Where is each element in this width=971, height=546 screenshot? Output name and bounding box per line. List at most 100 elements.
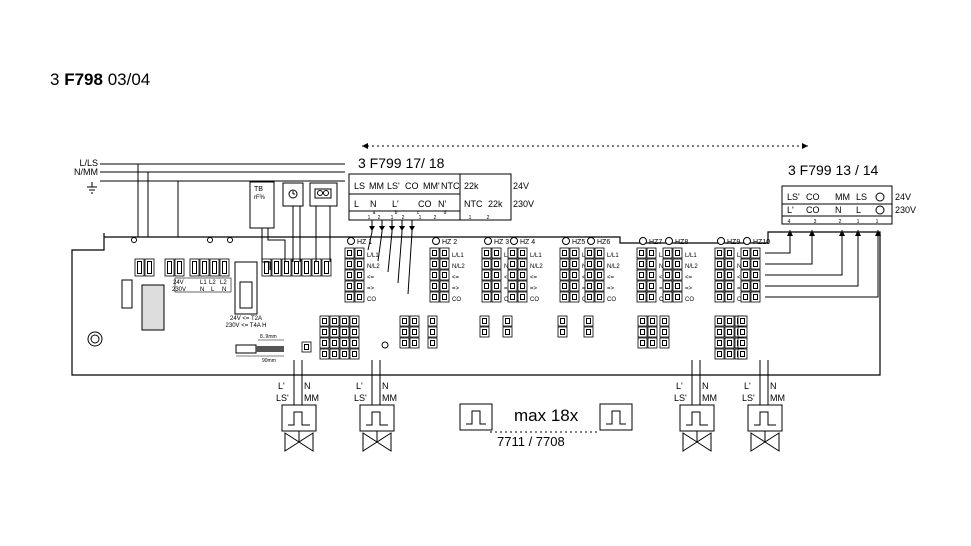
valve-terminal	[714, 315, 725, 327]
valve-terminal	[737, 326, 748, 338]
valve-actuator: L'NLS'MM	[354, 360, 397, 452]
module-a-24v-term: 22k	[464, 181, 479, 191]
valve-terminal-blocks	[301, 315, 748, 360]
zone-terminal	[429, 258, 440, 270]
zone-terminal	[429, 247, 440, 259]
zone-terminal	[517, 258, 528, 270]
zone-terminal	[344, 291, 355, 303]
valve-terminal	[339, 315, 350, 327]
tb-sub-label: rF%	[254, 195, 266, 201]
valve-terminal	[714, 326, 725, 338]
zone-terminal	[724, 269, 735, 281]
terminal-screw	[261, 258, 272, 277]
pulse-icon-left	[459, 403, 493, 431]
module-a-24v-term: LS'	[387, 181, 400, 191]
zone-column: HZ 3L/L1N/L2<==>CO	[481, 237, 517, 303]
label-n2: N	[222, 287, 226, 293]
zone-row-label: N/L2	[530, 264, 543, 270]
power-terminals	[134, 258, 332, 293]
zone-terminal	[672, 291, 683, 303]
module-b-clock-icon	[875, 205, 885, 215]
valve-label-l: L'	[356, 381, 363, 391]
module-a-pin-label: c	[417, 210, 420, 216]
bus-label-l-ls: L/LS	[79, 158, 98, 168]
zone-row-label: N/L2	[367, 264, 380, 270]
zone-column: HZ 4L/L1N/L2<==>CO	[507, 237, 543, 303]
valve-terminal-block	[659, 315, 670, 349]
zone-terminal	[491, 280, 502, 292]
valve-terminal	[349, 337, 360, 349]
valve-terminal	[399, 315, 410, 327]
document-title: 3 F798 03/04	[50, 70, 150, 90]
zone-terminal	[636, 291, 647, 303]
module-a-230v-term: NTC	[464, 199, 483, 209]
zone-terminal	[714, 291, 725, 303]
zone-row-label: <=	[367, 275, 375, 281]
valve-terminal	[329, 348, 340, 360]
zone-label: HZ5	[572, 239, 585, 246]
zone-row-label: CO	[452, 297, 461, 303]
zone-row-label: <=	[607, 275, 615, 281]
module-a-230v-term: 22k	[488, 199, 503, 209]
title-prefix: 3	[50, 70, 60, 89]
zone-terminal	[672, 258, 683, 270]
wire-length-label: 90mm	[262, 358, 276, 364]
valve-actuator: L'NLS'MM	[276, 360, 319, 452]
zone-terminal	[491, 291, 502, 303]
zone-terminal	[646, 247, 657, 259]
label-l: L	[211, 287, 215, 293]
zone-terminal	[740, 280, 751, 292]
zone-terminal	[636, 280, 647, 292]
valve-terminal	[329, 337, 340, 349]
zone-to-module-wires	[765, 230, 881, 298]
valve-label-mm: MM	[770, 393, 785, 403]
zone-terminal	[750, 280, 761, 292]
module-b-24v-term: LS'	[787, 192, 800, 202]
valve-label-mm: MM	[382, 393, 397, 403]
zone-terminal	[481, 258, 492, 270]
label-l1: L1	[200, 280, 207, 286]
module-b-pin: 3	[814, 219, 817, 225]
zone-terminal	[559, 291, 570, 303]
valve-terminal	[737, 315, 748, 327]
module-a-pin-label: 1	[419, 215, 422, 221]
module-a-box	[348, 173, 512, 221]
module-b-230v-term: L	[856, 205, 861, 215]
zone-row-label: L/L1	[530, 253, 542, 259]
zone-terminal	[344, 269, 355, 281]
zone-terminal	[507, 247, 518, 259]
valve-terminal-block	[637, 315, 658, 349]
valve-actuator: L'NLS'MM	[674, 360, 717, 452]
valve-terminal	[479, 326, 490, 338]
zone-terminal	[714, 280, 725, 292]
valve-terminal	[349, 315, 360, 327]
zone-terminal	[481, 247, 492, 259]
zone-terminal	[429, 269, 440, 281]
module-a-230v-term: L'	[392, 199, 399, 209]
zone-terminal	[724, 247, 735, 259]
zone-terminal	[559, 269, 570, 281]
valve-terminal	[637, 337, 648, 349]
zone-terminal	[354, 269, 365, 281]
zone-terminal	[354, 247, 365, 259]
module-a-230v-term: CO	[418, 199, 432, 209]
zone-terminal	[740, 258, 751, 270]
terminal-screw	[291, 258, 302, 277]
zone-label: HZ8	[675, 239, 688, 246]
zone-row-label: =>	[685, 286, 693, 292]
title-model: F798	[64, 70, 103, 89]
valve-terminal	[659, 337, 670, 349]
zone-terminal	[646, 269, 657, 281]
zone-column: HZ 2L/L1N/L2<==>CO	[429, 237, 465, 303]
valve-label-mm: MM	[304, 393, 319, 403]
valve-terminal	[724, 326, 735, 338]
module-b-230v-term: N	[835, 205, 842, 215]
valve-terminal	[737, 337, 748, 349]
module-a-24v-term: LS	[354, 181, 365, 191]
zone-terminal	[354, 280, 365, 292]
zone-row-label: L/L1	[685, 253, 697, 259]
valve-label-mm: MM	[702, 393, 717, 403]
zone-terminal	[439, 291, 450, 303]
zone-label: HZ 3	[494, 239, 509, 246]
